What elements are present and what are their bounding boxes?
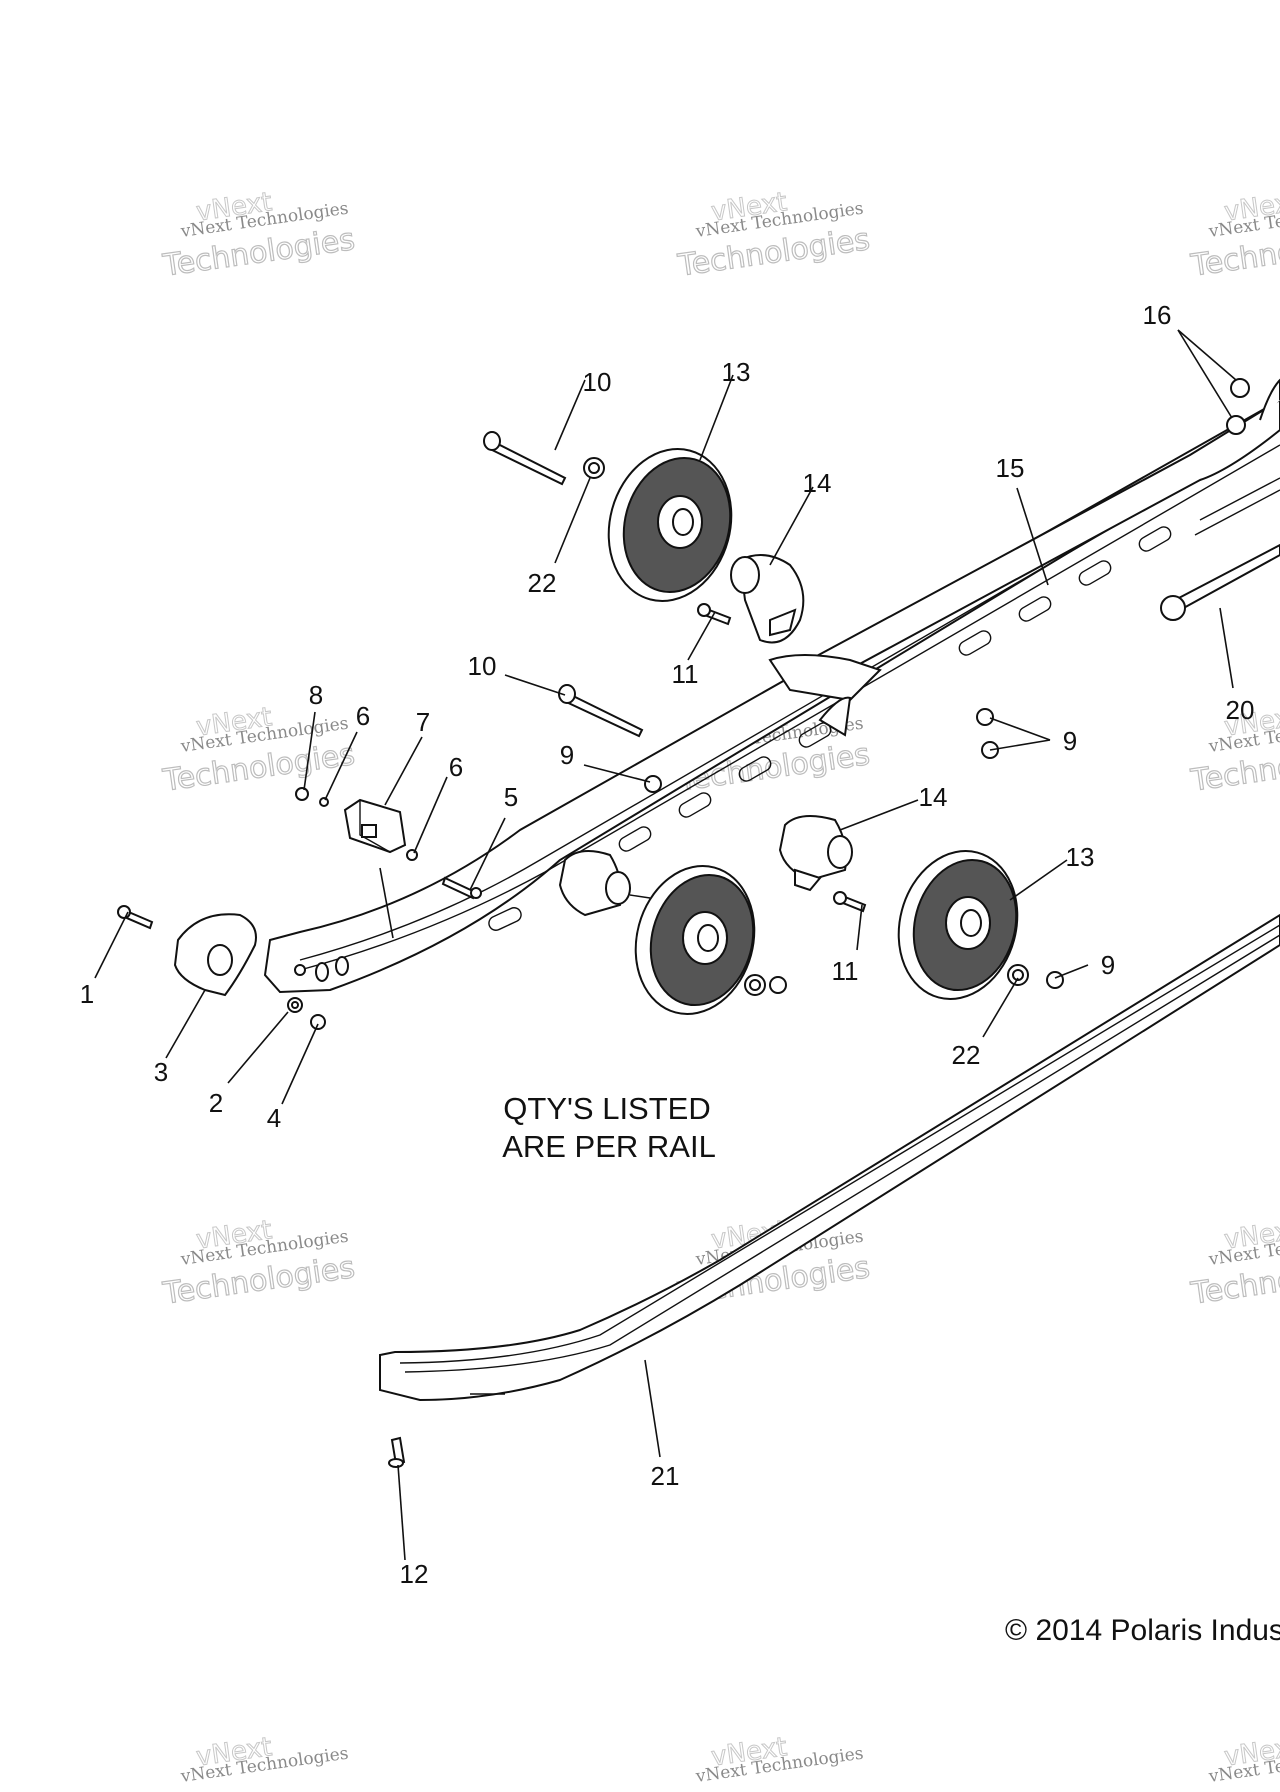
note-line-1: QTY'S LISTED (503, 1091, 710, 1126)
small-bolt (117, 905, 154, 930)
callout-21: 21 (651, 1461, 680, 1491)
wheel-mount (730, 554, 805, 644)
small-bolt (833, 891, 867, 913)
leader-lines (94, 329, 1237, 1561)
idler-wheel (607, 448, 733, 602)
callouts: 1 2 3 4 5 6 6 7 8 9 9 9 10 10 11 11 12 1… (80, 300, 1255, 1589)
callout-8: 8 (309, 680, 323, 710)
callout-7: 7 (416, 707, 430, 737)
axle-bolt (558, 684, 644, 738)
small-bolt (697, 603, 732, 626)
callout-3: 3 (154, 1057, 168, 1087)
callout-14: 14 (919, 782, 948, 812)
callout-10: 10 (583, 367, 612, 397)
note-line-2: ARE PER RAIL (502, 1129, 716, 1164)
callout-12: 12 (400, 1559, 429, 1589)
wear-block (343, 798, 407, 854)
slide-rail (379, 913, 1280, 1402)
callout-20: 20 (1226, 695, 1255, 725)
callout-14: 14 (803, 468, 832, 498)
callout-9: 9 (560, 740, 574, 770)
callout-15: 15 (996, 453, 1025, 483)
callout-10: 10 (468, 651, 497, 681)
axle-bolt (483, 431, 567, 486)
callout-13: 13 (1066, 842, 1095, 872)
small-bolt (441, 876, 482, 900)
callout-22: 22 (528, 568, 557, 598)
callout-11: 11 (832, 956, 859, 986)
idler-wheel (634, 865, 756, 1015)
quantity-note: QTY'S LISTED ARE PER RAIL (502, 1091, 716, 1164)
callout-9: 9 (1101, 950, 1115, 980)
callout-6: 6 (356, 701, 370, 731)
wheel-mount (778, 815, 853, 892)
callout-1: 1 (80, 979, 94, 1009)
front-bumper (173, 913, 257, 997)
callout-5: 5 (504, 782, 518, 812)
rivet (388, 1436, 406, 1468)
callout-9: 9 (1063, 726, 1077, 756)
callout-6: 6 (449, 752, 463, 782)
copyright-notice: © 2014 Polaris Indust (1005, 1614, 1280, 1647)
callout-11: 11 (672, 659, 699, 689)
nut-group (287, 378, 1250, 1030)
callout-2: 2 (209, 1088, 223, 1118)
callout-4: 4 (267, 1103, 281, 1133)
callout-22: 22 (952, 1040, 981, 1070)
long-bolt (1160, 543, 1280, 621)
wheel-mount (558, 850, 651, 917)
callout-16: 16 (1143, 300, 1172, 330)
callout-13: 13 (722, 357, 751, 387)
upper-rail (263, 378, 1280, 994)
idler-wheel (897, 850, 1019, 1000)
